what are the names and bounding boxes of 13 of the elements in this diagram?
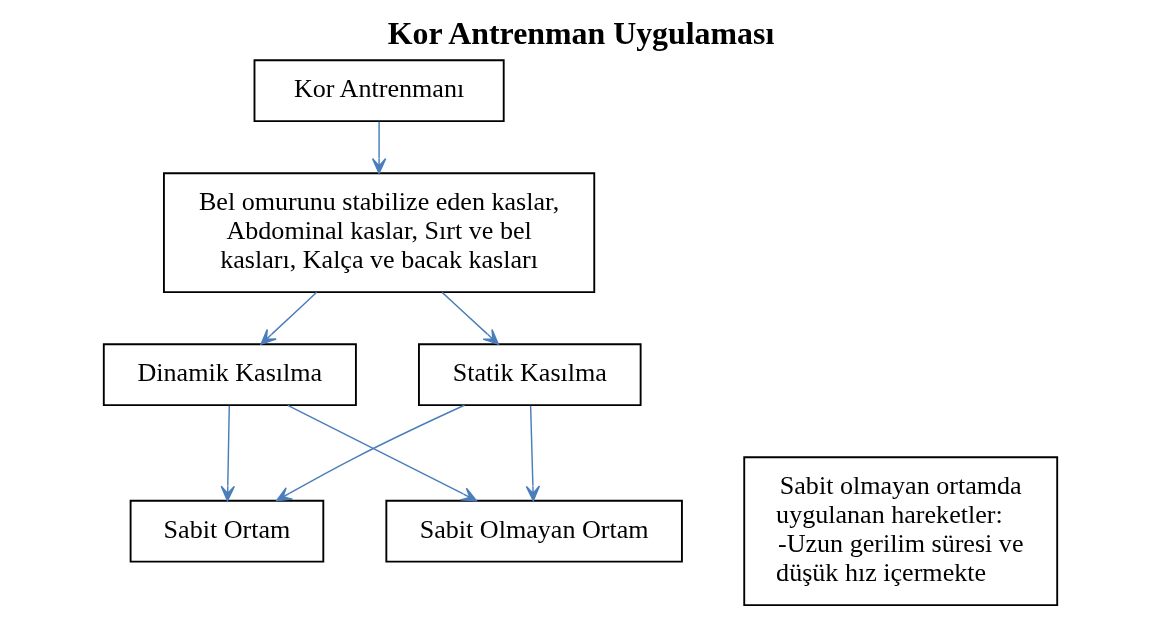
diagram-title: Kor Antrenman Uygulaması bbox=[387, 15, 775, 51]
node-box: Dinamik Kasılma bbox=[102, 343, 357, 407]
arrow bbox=[220, 405, 236, 502]
arrow bbox=[371, 120, 387, 174]
arrow bbox=[260, 291, 318, 345]
node-box: Statik Kasılma bbox=[418, 343, 642, 407]
arrow bbox=[441, 291, 499, 345]
node-box: Bel omurunu stabilize eden kaslar, Abdominal kaslar, Sırt ve bel kasları, Kalça ve bacak kasları bbox=[163, 172, 596, 294]
node-box: Sabit olmayan ortamda uygulanan hareketler: -Uzun gerilim süresi ve düşük hız içermekte bbox=[743, 456, 1059, 607]
arrow bbox=[525, 405, 541, 502]
node-box: Kor Antrenmanı bbox=[253, 59, 505, 123]
node-box: Sabit Ortam bbox=[129, 499, 325, 563]
node-box: Sabit Olmayan Ortam bbox=[385, 499, 683, 563]
